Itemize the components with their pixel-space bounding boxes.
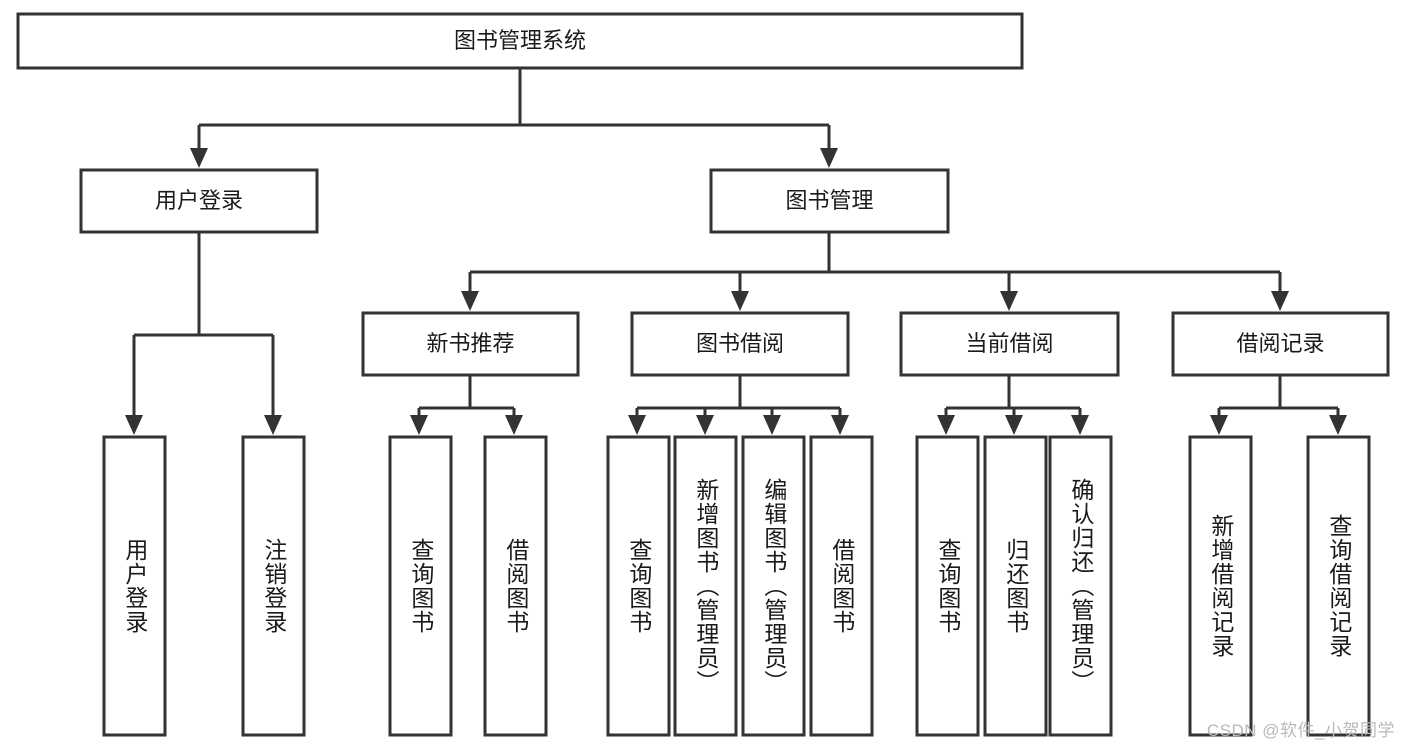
user-login-to-leaves-arrow-0	[125, 415, 143, 435]
level2-node-1-label: 图书管理	[785, 188, 873, 213]
user-login-to-leaves-arrow-1	[264, 415, 282, 435]
leaf-node-4-box[interactable]	[606, 435, 671, 737]
leaf-node-10-box[interactable]	[1048, 435, 1113, 737]
leaf-node-7-box[interactable]	[809, 435, 874, 737]
level3-node-3-box[interactable]	[1171, 311, 1390, 377]
node-boxes-layer	[16, 12, 1390, 737]
leaf-node-5-box[interactable]	[673, 435, 738, 737]
level3-node-0-box[interactable]	[361, 311, 580, 377]
current-borrow-group-arrow-0	[937, 415, 955, 435]
leaf-node-12-box[interactable]	[1306, 435, 1371, 737]
level3-node-2-label: 当前借阅	[965, 331, 1053, 356]
book-borrow-group-arrow-1	[696, 415, 714, 435]
level2-node-0-box[interactable]	[79, 168, 319, 234]
borrow-record-group-arrow-0	[1210, 415, 1228, 435]
connectors-layer	[125, 68, 1347, 435]
book-mgmt-to-level3-arrow-0	[461, 291, 479, 311]
book-borrow-group-arrow-2	[763, 415, 781, 435]
level3-node-2-box[interactable]	[899, 311, 1120, 377]
leaf-node-9-box[interactable]	[983, 435, 1048, 737]
level3-node-1-label: 图书借阅	[696, 331, 784, 356]
book-mgmt-to-level3-arrow-3	[1271, 291, 1289, 311]
level2-node-1-box[interactable]	[709, 168, 950, 234]
leaf-node-8-box[interactable]	[915, 435, 980, 737]
book-borrow-group-arrow-0	[628, 415, 646, 435]
root-node-box[interactable]	[16, 12, 1024, 70]
borrow-record-group-arrow-1	[1329, 415, 1347, 435]
leaf-node-2-box[interactable]	[388, 435, 453, 737]
level3-node-1-box[interactable]	[630, 311, 850, 377]
new-book-group-arrow-0	[410, 415, 428, 435]
csdn-watermark: CSDN @软件_小贺同学	[1206, 721, 1395, 740]
book-mgmt-to-level3-arrow-1	[731, 291, 749, 311]
new-book-group-arrow-1	[505, 415, 523, 435]
root-node-label: 图书管理系统	[454, 28, 586, 53]
current-borrow-group-arrow-1	[1005, 415, 1023, 435]
leaf-node-1-box[interactable]	[241, 435, 306, 737]
root-to-level2-arrow-0	[190, 148, 208, 168]
level2-node-0-label: 用户登录	[155, 188, 243, 213]
book-borrow-group-arrow-3	[831, 415, 849, 435]
current-borrow-group-arrow-2	[1071, 415, 1089, 435]
leaf-node-0-box[interactable]	[102, 435, 167, 737]
level3-node-3-label: 借阅记录	[1236, 331, 1324, 356]
root-to-level2-arrow-1	[820, 148, 838, 168]
leaf-node-11-box[interactable]	[1188, 435, 1253, 737]
book-mgmt-to-level3-arrow-2	[1000, 291, 1018, 311]
leaf-node-6-box[interactable]	[741, 435, 806, 737]
leaf-node-3-box[interactable]	[483, 435, 548, 737]
level3-node-0-label: 新书推荐	[426, 331, 514, 356]
